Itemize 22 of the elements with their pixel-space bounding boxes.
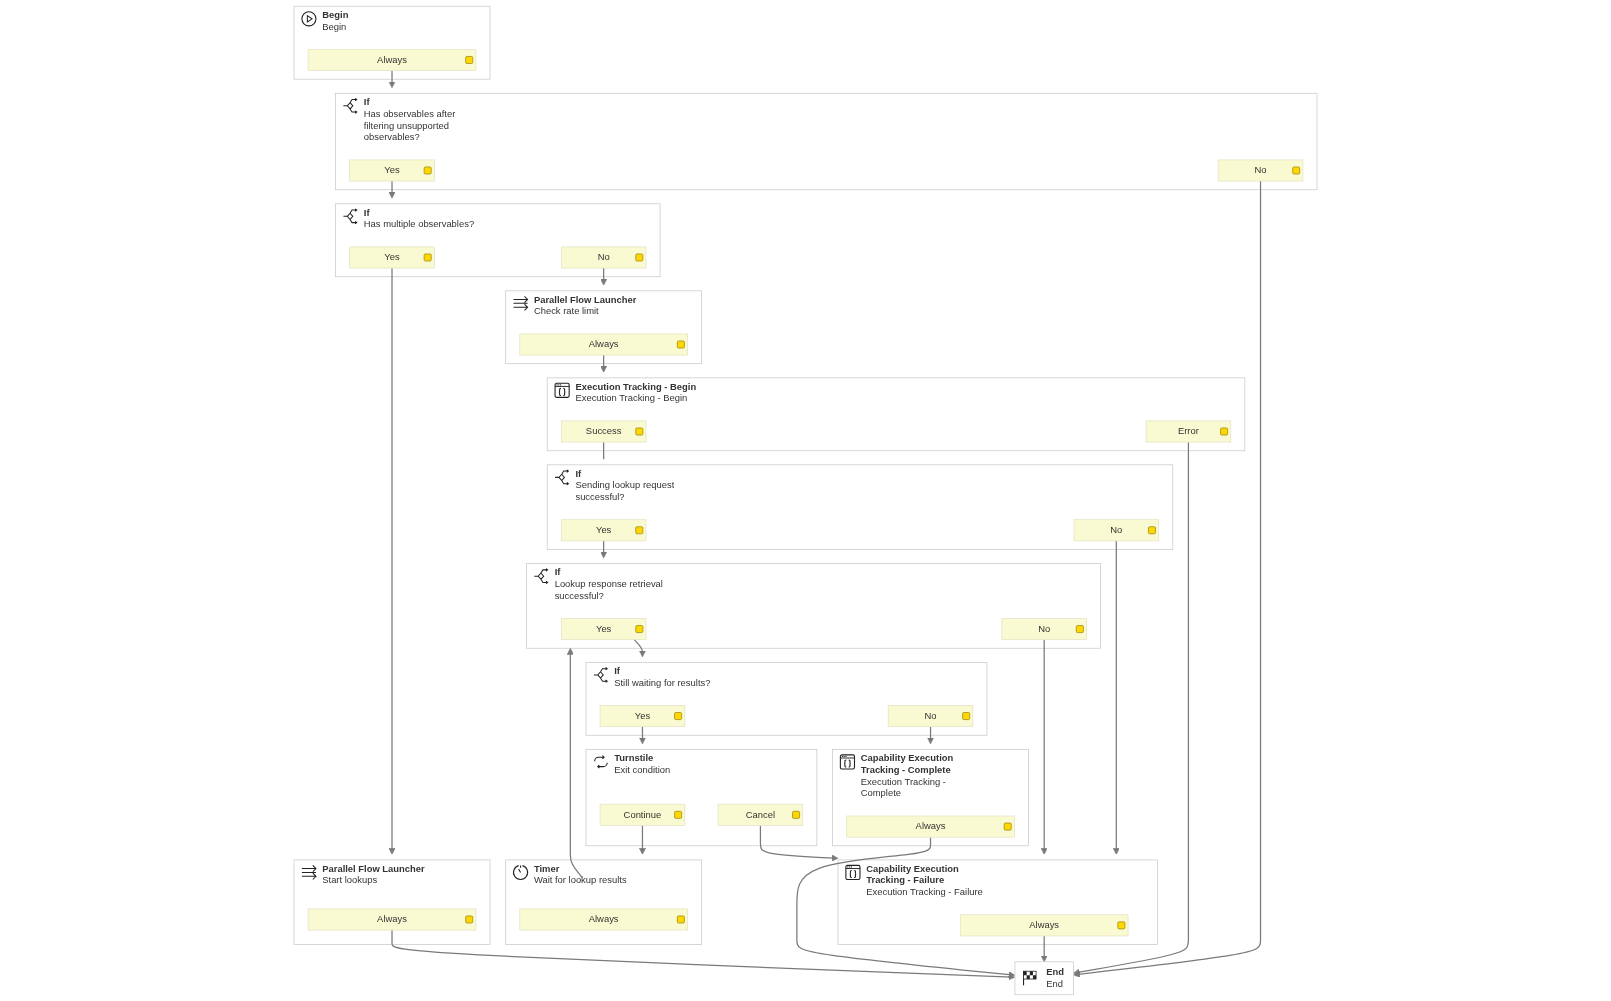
node-box: Error xyxy=(1145,420,1232,443)
arrow xyxy=(639,726,646,745)
arrow xyxy=(1112,540,1120,855)
node-box: End End xyxy=(1014,961,1074,996)
arrow xyxy=(388,69,396,89)
arrow xyxy=(1073,180,1262,978)
arrow xyxy=(759,824,839,862)
arrow xyxy=(388,180,396,199)
arrow xyxy=(1040,639,1048,855)
arrow xyxy=(600,354,608,373)
arrow xyxy=(927,726,934,745)
node-box: Cancel xyxy=(717,803,804,826)
arrow xyxy=(566,647,583,879)
arrow xyxy=(1073,441,1190,976)
node-box: No xyxy=(1073,519,1160,542)
arrow xyxy=(388,267,396,855)
arrow xyxy=(391,929,1016,981)
arrow xyxy=(600,267,608,286)
arrow xyxy=(639,824,646,855)
arrow xyxy=(600,540,608,559)
arrow xyxy=(1040,935,1048,963)
arrow xyxy=(633,639,646,658)
